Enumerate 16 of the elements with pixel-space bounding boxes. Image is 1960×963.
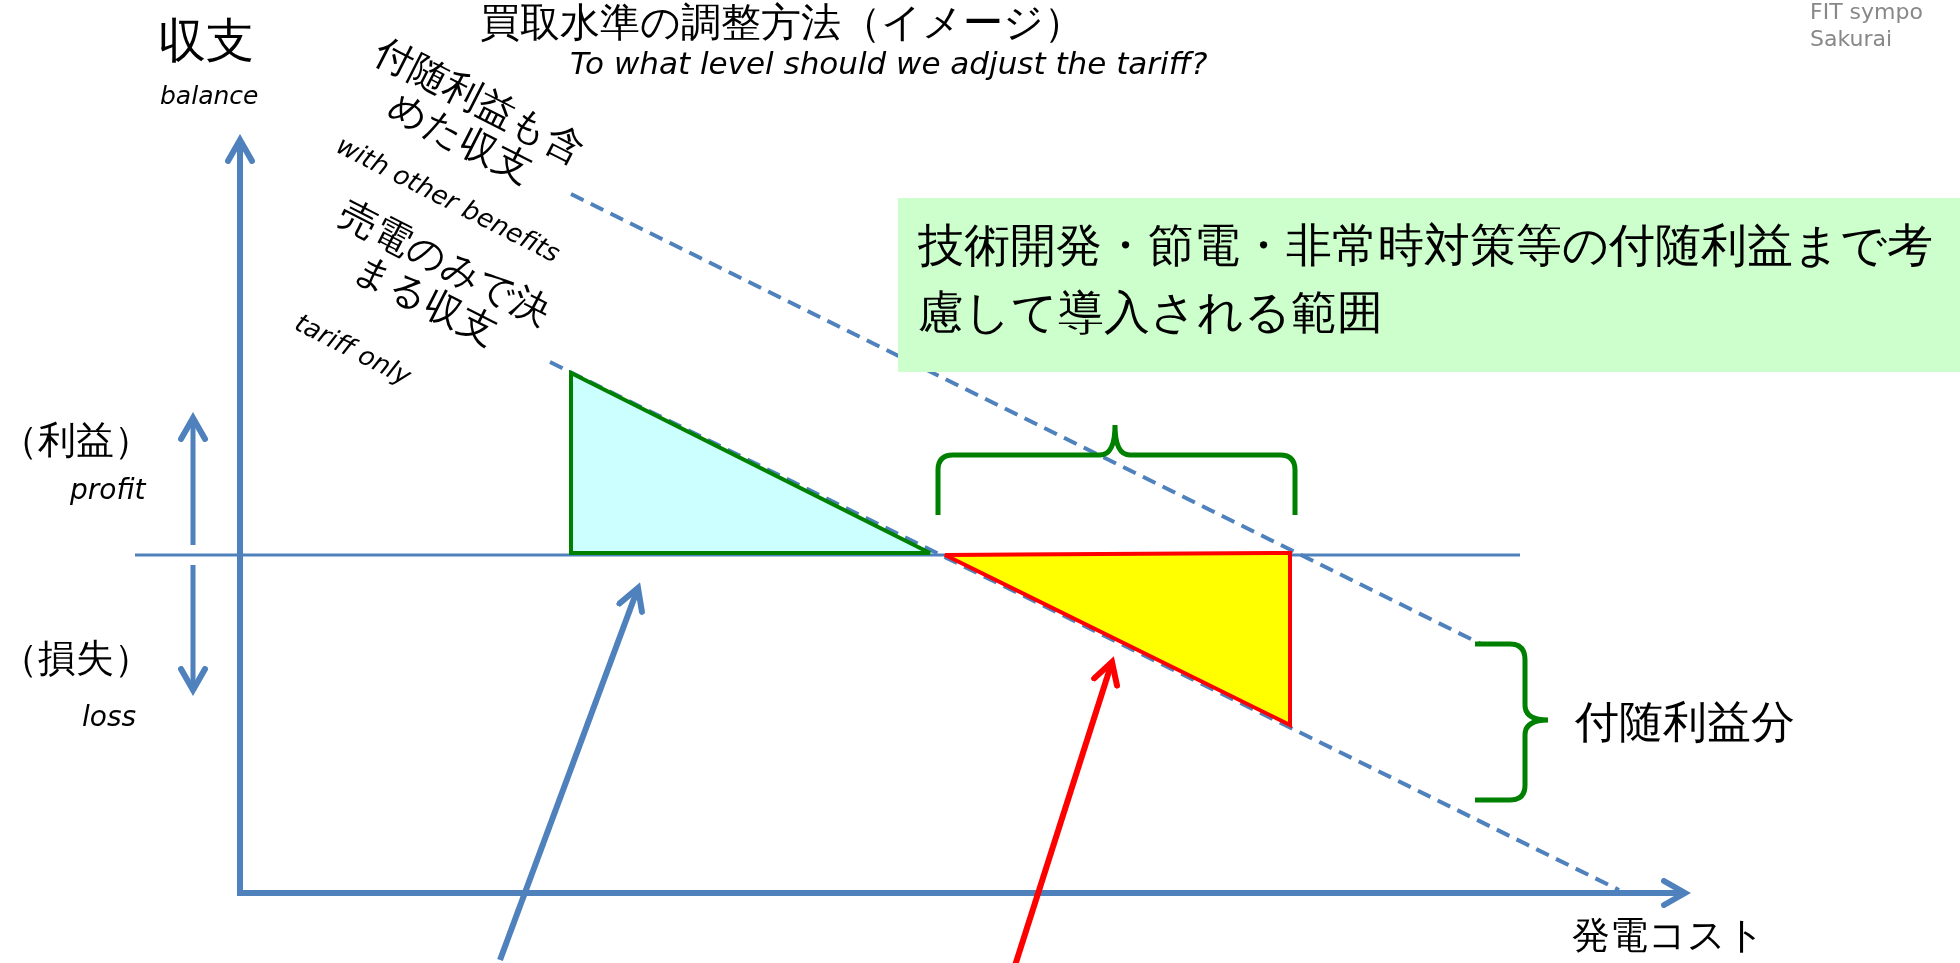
author-note: FIT sympo	[1810, 0, 1923, 25]
title: 買取水準の調整方法（イメージ）	[480, 0, 1084, 44]
axis-label: profit	[70, 475, 146, 506]
triangle-shape	[568, 370, 933, 556]
axis-label: （利益）	[0, 420, 152, 462]
author-note: Sakurai	[1810, 27, 1893, 52]
triangle-shape	[942, 550, 1293, 728]
axis-label: （損失）	[0, 638, 152, 680]
axis-title: 収支	[158, 14, 254, 67]
axis-label: loss	[82, 702, 137, 733]
callout-box: 技術開発・節電・非常時対策等の付随利益まで考慮して導入される範囲	[898, 198, 1960, 372]
subtitle: To what level should we adjust the tariff?	[570, 46, 1208, 81]
axis-title: 発電コスト	[1572, 915, 1765, 957]
arrow	[497, 585, 645, 962]
brace-label: 付随利益分	[1575, 698, 1795, 747]
axis-title: balance	[160, 82, 259, 110]
